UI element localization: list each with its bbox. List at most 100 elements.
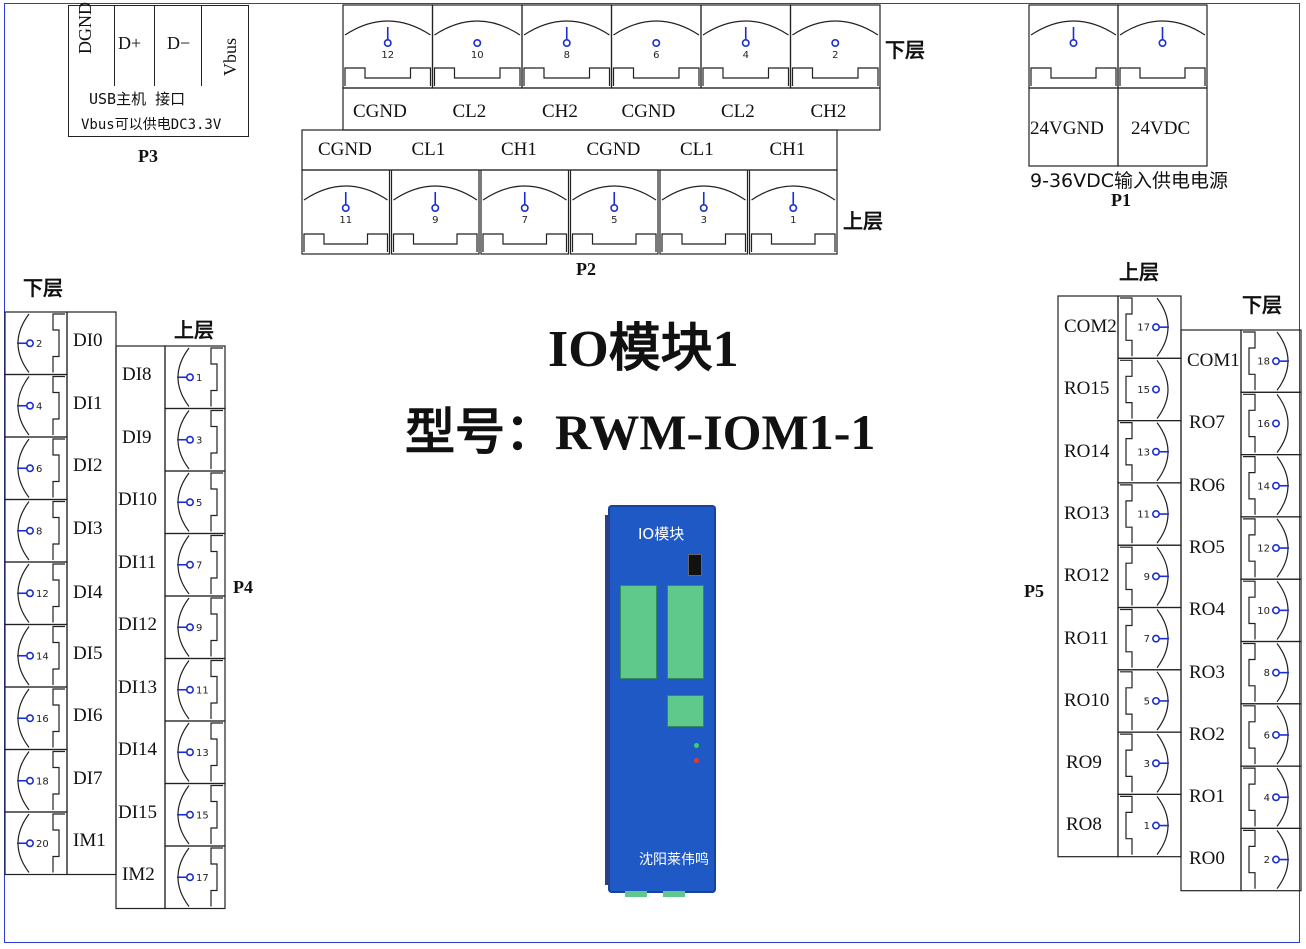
p4-upper-label: DI8: [122, 364, 152, 385]
p5-upper-label: RO11: [1064, 627, 1109, 649]
p5-lower-terminal-number: 2: [1264, 855, 1270, 866]
p4-lower-terminal-number: 12: [36, 589, 49, 600]
p2-upper-terminal-number: 1: [790, 215, 796, 226]
p2-upper-terminal-number: 7: [522, 215, 528, 226]
p5-upper-terminal: 11: [1117, 482, 1182, 546]
connector-left: [620, 585, 657, 679]
p4-upper-terminal-number: 13: [196, 748, 209, 759]
p4-lower-terminal: 4: [4, 373, 68, 438]
p2-upper-terminal-number: 11: [339, 215, 352, 226]
p4-upper-terminal: 15: [164, 782, 226, 847]
p2-lower-label: CH2: [810, 101, 847, 122]
p4-upper-terminal-number: 3: [196, 435, 202, 446]
p4-upper-label: DI14: [118, 739, 158, 760]
p5-lower-label: RO0: [1189, 848, 1225, 870]
p5-upper-terminal: 1: [1117, 793, 1182, 858]
p5-lower-terminal-number: 4: [1264, 793, 1270, 804]
p5-lower-terminal-number: 14: [1257, 481, 1270, 492]
p5-lower-terminal: 4: [1240, 765, 1302, 829]
p5-upper-label: RO12: [1064, 565, 1110, 587]
p5-lower-terminal: 18: [1240, 329, 1302, 393]
p2-lower-terminal-number: 12: [381, 50, 394, 61]
p3-name: P3: [138, 146, 158, 166]
p2-upper-label: CGND: [318, 139, 372, 160]
p5-lower-label: COM1: [1187, 350, 1240, 371]
p2-upper-terminal: 9: [390, 169, 480, 255]
p2-upper-label-row: [301, 129, 838, 171]
p4-upper-terminal: 5: [164, 470, 226, 535]
p4-upper-terminal-number: 9: [196, 623, 202, 634]
p5-upper-label: RO8: [1066, 814, 1102, 836]
p5-upper-terminal: 7: [1117, 606, 1182, 671]
p5-lower-terminal-number: 6: [1264, 730, 1270, 741]
p2-lower-label: CL2: [721, 101, 755, 122]
p4-lower-terminal-number: 4: [36, 401, 42, 412]
p2-upper-terminal: 11: [301, 169, 391, 255]
p5-lower-terminal-number: 10: [1257, 606, 1270, 617]
p4-upper-terminal-number: 5: [196, 498, 202, 509]
p4-lower-terminal-number: 2: [36, 339, 42, 350]
p2-lower-terminal-number: 6: [653, 50, 659, 61]
p4-lower-terminal-number: 14: [36, 651, 49, 662]
p5-lower-terminal-number: 8: [1264, 668, 1270, 679]
device-bottom-label: 沈阳莱伟鸣: [639, 852, 709, 868]
p5-lower-terminal: 2: [1240, 827, 1302, 892]
p4-upper-label: DI12: [118, 614, 158, 635]
p3-usb-block: DGND D+ D− Vbus USB主机 接口 Vbus可以供电DC3.3V: [68, 2, 249, 137]
p4-upper-terminal: 11: [164, 657, 226, 722]
p4-upper-label: DI10: [118, 489, 158, 510]
p5-upper-terminal: 3: [1117, 731, 1182, 795]
connector-right: [667, 585, 704, 679]
p5-lower-label: RO5: [1189, 536, 1225, 558]
p5-upper-terminal: 5: [1117, 669, 1182, 733]
p5-upper-label: RO14: [1064, 440, 1110, 462]
p4-lower-label: DI6: [73, 705, 103, 726]
p4-lower-label: DI0: [73, 330, 103, 351]
p3-col-dplus: D+: [118, 33, 142, 53]
p4-lower-terminal-number: 8: [36, 526, 42, 537]
p5-upper-terminal-number: 15: [1137, 385, 1150, 396]
p4-name: P4: [233, 577, 253, 597]
p5-upper-label: RO9: [1066, 752, 1102, 774]
p4-lower-terminal: 16: [4, 686, 68, 751]
p5-upper-terminal-number: 5: [1144, 696, 1150, 707]
p5-upper-label: RO10: [1064, 689, 1110, 711]
p4-upper-terminal: 7: [164, 532, 226, 597]
p5-upper-terminal: 13: [1117, 420, 1182, 484]
p2-upper-label: CL1: [411, 139, 446, 160]
p4-upper-terminal: 13: [164, 720, 226, 785]
p4-lower-terminal: 8: [4, 498, 68, 563]
p5-upper-terminal-number: 11: [1137, 510, 1150, 521]
p4-upper-terminal-number: 17: [196, 873, 209, 884]
device-image: IO模块 沈阳莱伟鸣: [605, 505, 717, 897]
p4-upper-terminal: 1: [164, 345, 226, 410]
led-red: [694, 758, 699, 763]
p2-upper-label: CL1: [680, 139, 714, 160]
p5-lower-label: RO7: [1189, 412, 1225, 434]
p2-upper-terminal-number: 5: [611, 215, 617, 226]
p2-lower-terminal-number: 2: [832, 50, 838, 61]
p5-upper-label: RO15: [1064, 378, 1110, 400]
module-title: IO模块1: [548, 321, 739, 378]
p5-lower-label: RO6: [1189, 474, 1225, 496]
p4-upper-terminal: 9: [164, 595, 226, 660]
p1-label-vdc: 24VDC: [1131, 118, 1191, 139]
p5-lower-terminal-number: 18: [1257, 357, 1270, 368]
p5-upper-layer-label: 上层: [1119, 262, 1159, 284]
p4-lower-terminal-number: 6: [36, 464, 42, 475]
p4-lower-terminal-number: 18: [36, 776, 49, 787]
p2-lower-terminal-number: 10: [471, 50, 484, 61]
p4-lower-terminal: 6: [4, 436, 68, 501]
p4-upper-terminal: 17: [164, 845, 226, 910]
p4-upper-label: DI9: [122, 426, 152, 448]
p5-lower-label: RO2: [1189, 723, 1225, 745]
p4-lower-terminal-number: 16: [36, 714, 49, 725]
p4-lower-terminal: 2: [4, 311, 68, 376]
usb-port: [688, 554, 702, 576]
p5-lower-label: RO3: [1189, 661, 1225, 683]
p5-upper-label: RO13: [1064, 502, 1110, 524]
p1-name: P1: [1111, 190, 1131, 210]
